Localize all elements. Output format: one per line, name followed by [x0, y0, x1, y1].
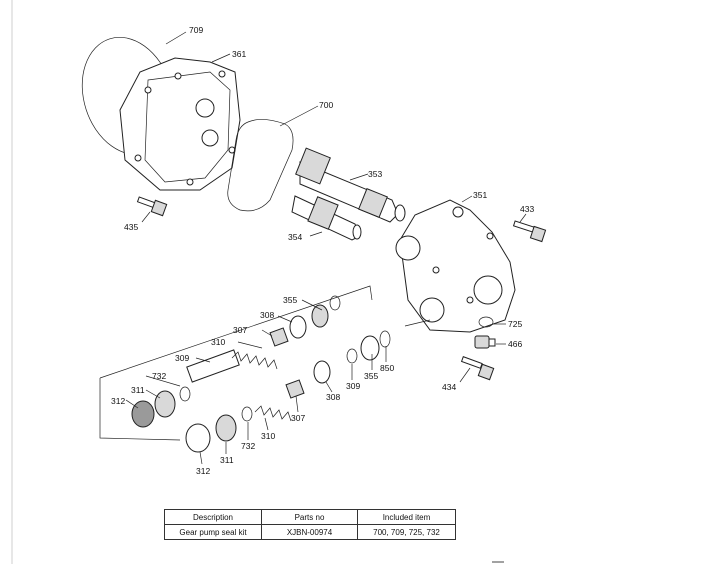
cover-361 [119, 57, 241, 191]
callout-311-lower: 311 [220, 455, 234, 465]
callout-312-lower: 312 [196, 466, 210, 476]
header-description: Description [164, 509, 262, 525]
bolt-434 [460, 356, 495, 381]
callout-709: 709 [189, 25, 203, 35]
callout-310-lower: 310 [261, 431, 275, 441]
bolt-435 [136, 196, 168, 217]
callout-309-lower: 309 [346, 381, 360, 391]
plug-466 [474, 335, 496, 349]
callout-700: 700 [319, 100, 333, 110]
callout-308-upper: 308 [260, 310, 274, 320]
callout-351: 351 [473, 190, 487, 200]
table-row: Gear pump seal kit XJBN-00974 700, 709, … [164, 524, 456, 540]
callout-310-upper: 310 [211, 337, 225, 347]
callout-309-upper: 309 [175, 353, 189, 363]
callout-433: 433 [520, 204, 534, 214]
o-ring-725 [478, 316, 494, 328]
gear-shaft-354 [291, 195, 362, 241]
seal-kit-table: Description Parts no Included item Gear … [164, 509, 456, 540]
callout-353: 353 [368, 169, 382, 179]
cell-description: Gear pump seal kit [164, 524, 262, 540]
cell-parts-no: XJBN-00974 [261, 524, 358, 540]
callout-308-lower: 308 [326, 392, 340, 402]
bolt-433 [512, 220, 547, 243]
callout-435: 435 [124, 222, 138, 232]
callout-361: 361 [232, 49, 246, 59]
callout-434: 434 [442, 382, 456, 392]
assembly-box [99, 285, 431, 441]
relief-valve-lower [185, 330, 391, 453]
callout-355-upper: 355 [283, 295, 297, 305]
callout-355-lower: 355 [364, 371, 378, 381]
callout-307-lower: 307 [291, 413, 305, 423]
leader-lines [125, 31, 527, 465]
gasket-700 [227, 119, 294, 212]
callout-725: 725 [508, 319, 522, 329]
callout-307-upper: 307 [233, 325, 247, 335]
callout-850: 850 [380, 363, 394, 373]
callout-732-lower: 732 [241, 441, 255, 451]
callout-354: 354 [288, 232, 302, 242]
relief-valve-upper [186, 295, 341, 383]
callout-466: 466 [508, 339, 522, 349]
callout-732-upper: 732 [152, 371, 166, 381]
table-header-row: Description Parts no Included item [164, 509, 456, 525]
header-parts-no: Parts no [261, 509, 358, 525]
header-included-item: Included item [357, 509, 456, 525]
cell-included-item: 700, 709, 725, 732 [357, 524, 456, 540]
pump-body-351 [395, 199, 516, 333]
callout-311-upper: 311 [131, 385, 145, 395]
gear-shaft-353 [295, 147, 406, 223]
callout-312-upper: 312 [111, 396, 125, 406]
